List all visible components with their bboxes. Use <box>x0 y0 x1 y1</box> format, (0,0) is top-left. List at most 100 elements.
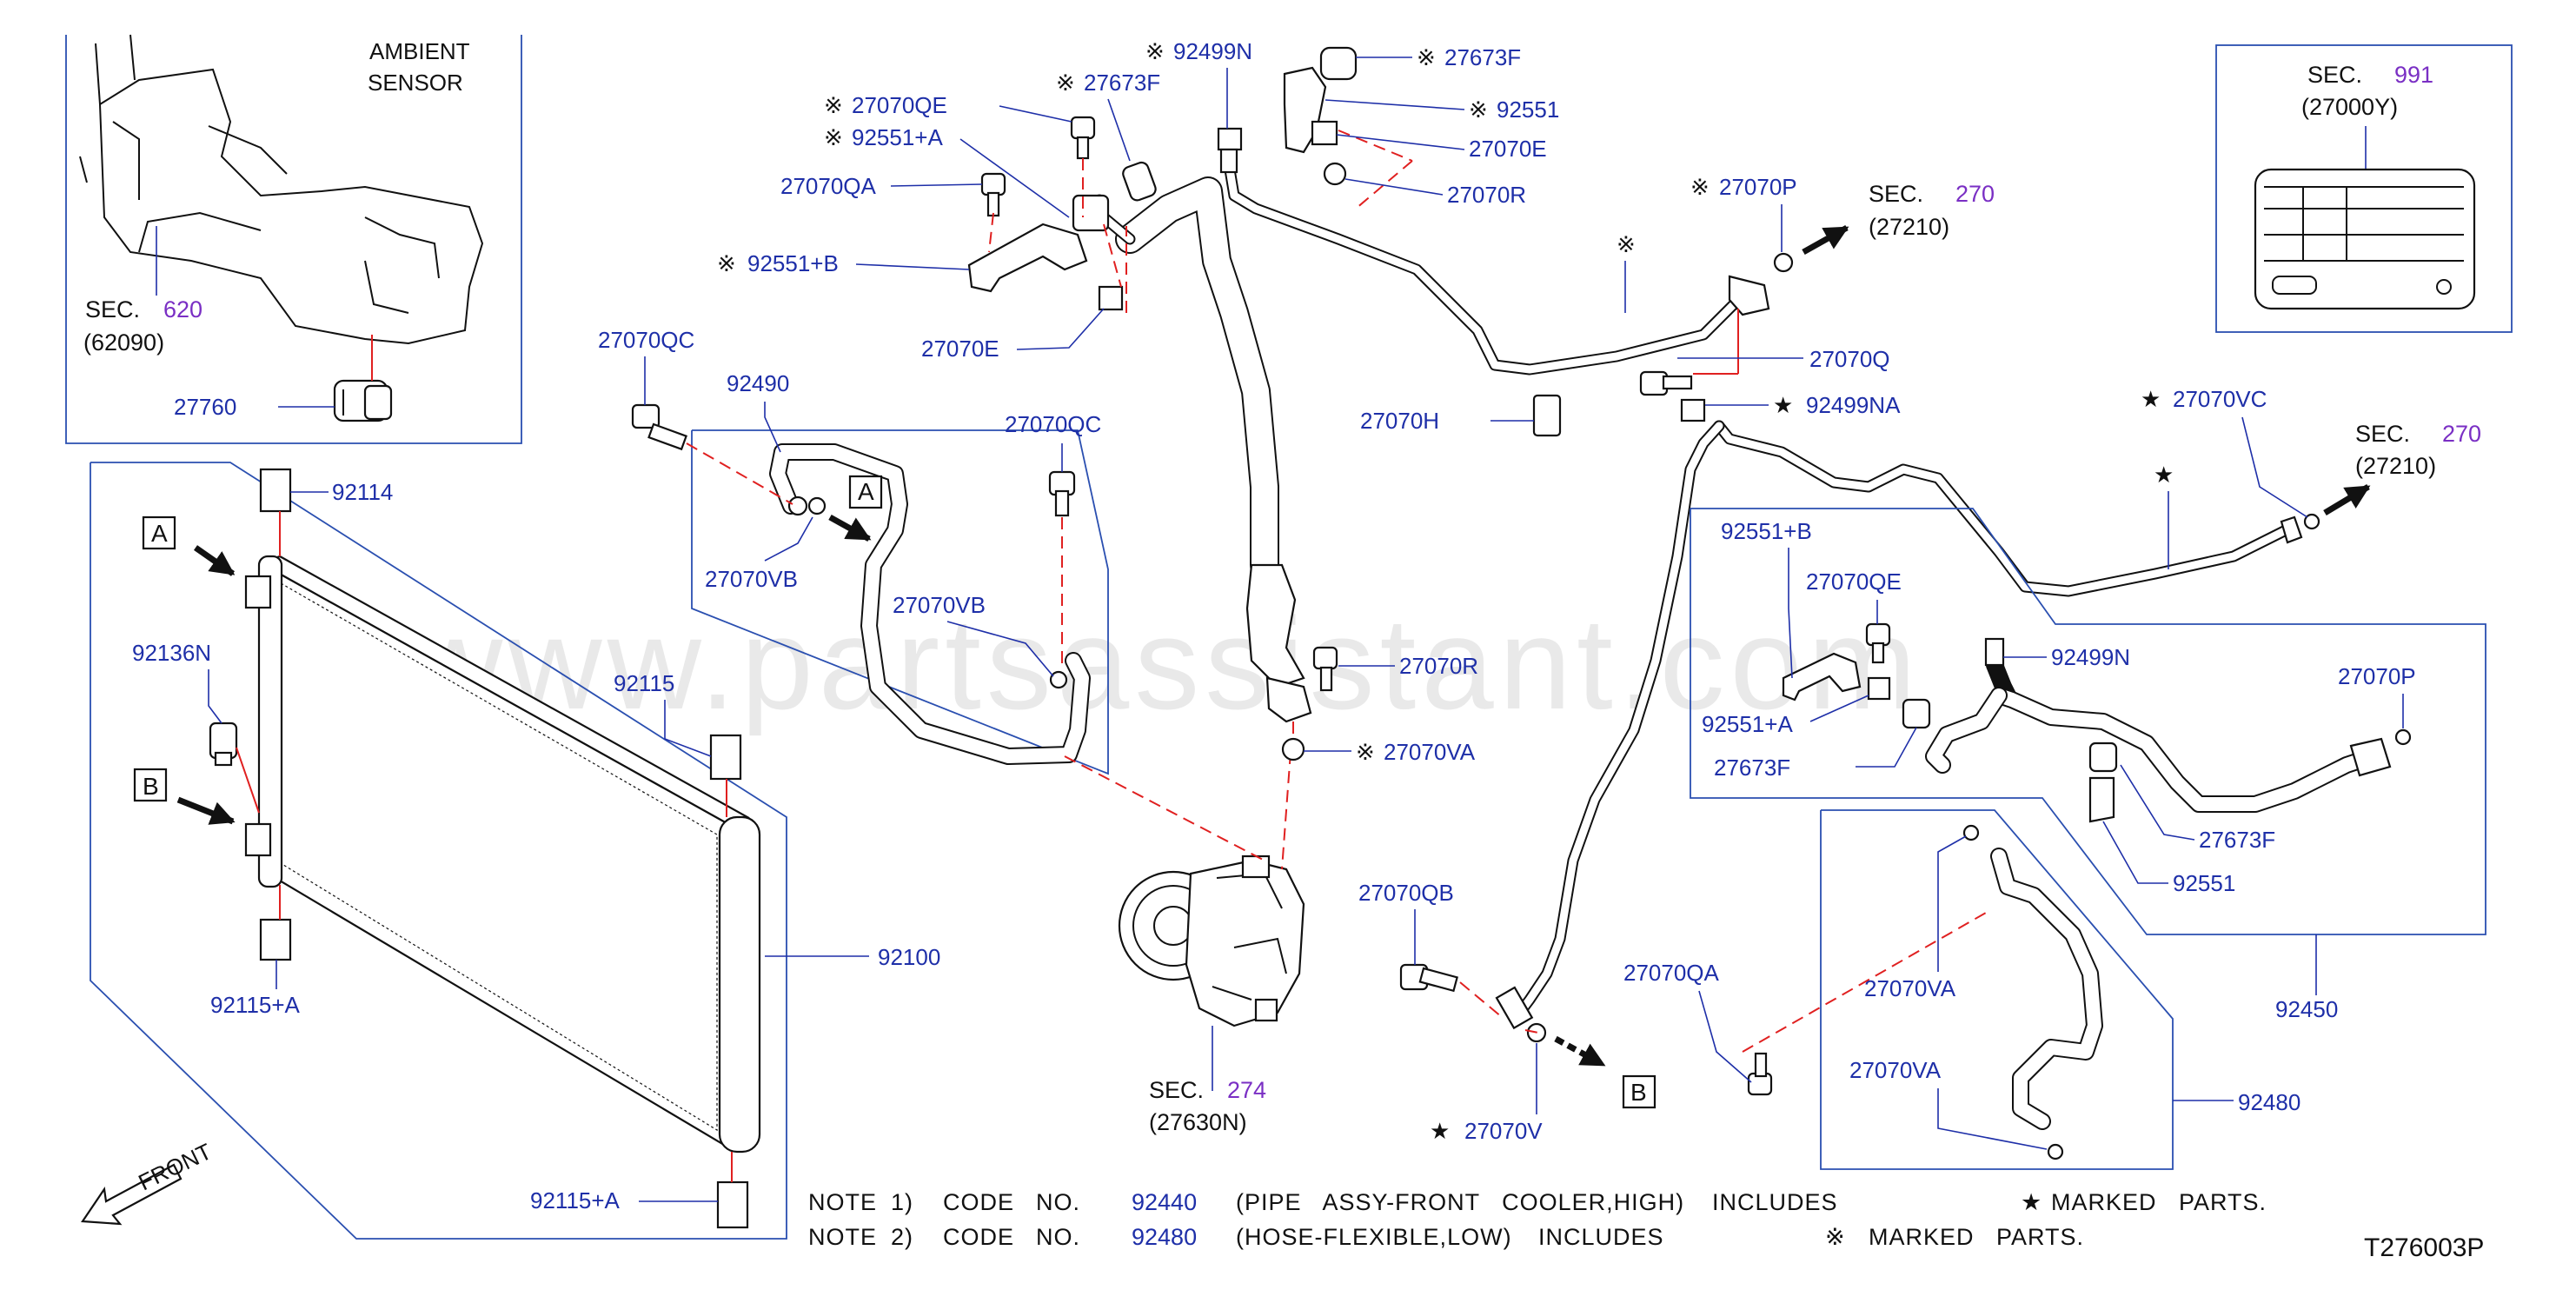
bracket-92115a-upper <box>259 918 292 961</box>
note-2-index: 2) <box>891 1224 913 1250</box>
valve-cap-92499N-1 <box>1217 127 1243 151</box>
o-ring-27070VB-2 <box>1049 670 1068 689</box>
label-27070E-2: 27070E <box>1469 136 1547 162</box>
callout-box-b-condenser <box>133 768 168 802</box>
sec-620-prefix: SEC. <box>85 296 140 322</box>
ambient-sensor-label-line2: SENSOR <box>368 70 463 96</box>
watermark-text: www.partsassistant.com <box>408 590 1922 736</box>
label-27070VC: 27070VC <box>2173 386 2267 412</box>
note-2-label: NOTE <box>808 1224 877 1250</box>
callout-box-a-pipe <box>848 475 883 509</box>
label-27070Q: 27070Q <box>1809 346 1890 372</box>
notes-block: NOTE 1) CODE NO. 92440 (PIPE ASSY-FRONT … <box>808 1189 2267 1250</box>
label-92499N-2: 92499N <box>2051 644 2130 670</box>
o-ring-27070P-2 <box>2394 728 2412 746</box>
callout-a-letter-pipe: A <box>858 478 874 505</box>
connector-27070E-1 <box>1098 285 1124 311</box>
connector-b <box>244 822 272 857</box>
label-27070QC-1: 27070QC <box>598 327 694 353</box>
valve-cap-92499NA <box>1680 398 1706 422</box>
sec-270a-sub: (27210) <box>1869 214 1949 240</box>
note-2-includes: INCLUDES <box>1538 1224 1664 1250</box>
ambient-sensor-label-line1: AMBIENT <box>369 38 470 64</box>
label-92551b-2: 92551+B <box>1721 518 1812 544</box>
ambient-sensor-panel: AMBIENT SENSOR SEC. 620 (62090) 27760 <box>65 34 522 444</box>
label-27070VA-3: 27070VA <box>1849 1057 1942 1083</box>
sec-620-sub: (62090) <box>83 329 164 356</box>
clamp-92551B-1 <box>967 223 1088 293</box>
label-27673F-1: 27673F <box>1084 70 1160 96</box>
note-2: NOTE 2) CODE NO. 92480 (HOSE-FLEXIBLE,LO… <box>808 1224 2083 1250</box>
label-27070VA-1: 27070VA <box>1384 739 1476 765</box>
label-92480: 92480 <box>2238 1089 2300 1115</box>
high-pressure-pipe: B 27070Q ★ 92499NA ★ 27070VC ★ SEC. 270 … <box>1358 309 2481 1144</box>
grommet-27673F-1 <box>1072 194 1110 232</box>
marker-kome-92499N: ※ <box>1145 38 1165 64</box>
callout-box-b-pipe <box>1622 1074 1656 1109</box>
note-1-tail: MARKED PARTS. <box>2051 1189 2267 1215</box>
marker-kome-27070VA: ※ <box>1356 739 1375 765</box>
bolt-27070Q <box>1639 370 1693 396</box>
marker-kome-92551B: ※ <box>717 250 736 276</box>
clamp-92551B-2 <box>1782 652 1862 702</box>
sec-991-sub: (27000Y) <box>2301 94 2398 120</box>
front-label: FRONT <box>134 1138 216 1195</box>
label-27070QB: 27070QB <box>1358 880 1454 906</box>
o-ring-27070VB-1 <box>807 496 827 515</box>
bracket-92115a-lower <box>716 1180 749 1229</box>
label-92551-1: 92551 <box>1497 96 1559 123</box>
label-92114: 92114 <box>332 479 393 505</box>
clamp-92551-2 <box>2088 776 2115 823</box>
label-27070R-1: 27070R <box>1447 182 1526 208</box>
marker-kome-27070QE: ※ <box>824 92 843 118</box>
label-92490: 92490 <box>727 370 789 396</box>
note-1-desc: (PIPE ASSY-FRONT COOLER,HIGH) <box>1236 1189 1684 1215</box>
label-27070H: 27070H <box>1360 408 1439 434</box>
label-92100: 92100 <box>878 944 940 970</box>
label-27070QE-2: 27070QE <box>1806 569 1902 595</box>
front-direction-indicator: FRONT <box>81 1138 216 1226</box>
bolt-27070QE-1 <box>1070 116 1096 160</box>
bracket-92114 <box>259 468 292 513</box>
callout-b-letter-pipe: B <box>1630 1079 1647 1106</box>
sec-274-num: 274 <box>1227 1077 1266 1103</box>
sec-274-sub: (27630N) <box>1149 1109 1247 1135</box>
connector-92551A-2 <box>1867 676 1891 701</box>
label-27070QE-1: 27070QE <box>852 92 947 118</box>
o-ring-27070VA-3 <box>2047 1143 2064 1160</box>
valve-cap-92499N-2 <box>1984 637 2005 667</box>
label-92551a-1: 92551+A <box>852 124 943 150</box>
sec-270a-num: 270 <box>1955 181 1995 207</box>
bracket-92115 <box>709 734 742 781</box>
o-ring-27070P-1 <box>1773 252 1794 273</box>
note-2-mark: ※ <box>1825 1224 1846 1250</box>
marker-star-27070V: ★ <box>1430 1118 1450 1144</box>
label-27070P-1: 27070P <box>1719 174 1797 200</box>
label-27070VA-2: 27070VA <box>1864 975 1956 1001</box>
pipe-92450-group: 92551+B 27070QE 92499N 27070P 92551+A 27… <box>1690 508 2486 1022</box>
marker-kome-27070P: ※ <box>1690 174 1710 200</box>
compressor: SEC. 274 (27630N) <box>1064 751 1305 1135</box>
sec-991-prefix: SEC. <box>2307 62 2362 88</box>
label-27070P-2: 27070P <box>2338 663 2416 689</box>
marker-star-pipe: ★ <box>2154 462 2174 488</box>
label-27070V: 27070V <box>1464 1118 1543 1144</box>
bolt-27070QC-1 <box>631 403 687 451</box>
label-92499NA: 92499NA <box>1806 392 1901 418</box>
label-92115: 92115 <box>614 670 674 696</box>
note-1: NOTE 1) CODE NO. 92440 (PIPE ASSY-FRONT … <box>808 1189 2267 1215</box>
marker-kome-92551A: ※ <box>824 124 843 150</box>
bolt-27070QA-1 <box>980 172 1006 217</box>
sec-270b-num: 270 <box>2442 421 2481 447</box>
marker-kome-pipe: ※ <box>1617 231 1636 257</box>
note-1-code: 92440 <box>1132 1189 1197 1215</box>
label-92115a-upper: 92115+A <box>210 992 301 1018</box>
label-92551a-2: 92551+A <box>1702 711 1793 737</box>
connector-a <box>244 575 272 609</box>
callout-b-letter-condenser: B <box>143 773 159 800</box>
ac-label-plate <box>2254 168 2476 310</box>
marker-star-27070VC: ★ <box>2141 386 2161 412</box>
label-27070QA-2: 27070QA <box>1623 960 1720 986</box>
label-27070QA-1: 27070QA <box>780 173 877 199</box>
